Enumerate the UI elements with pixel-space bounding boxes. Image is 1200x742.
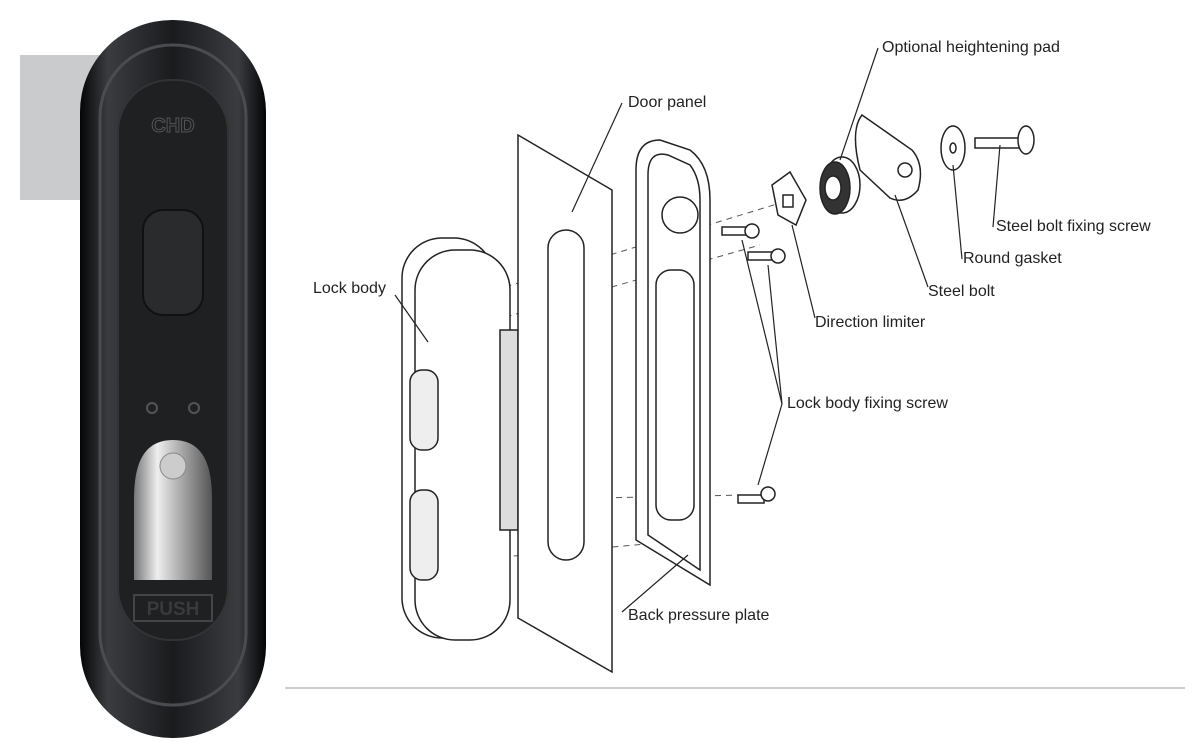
label-steel-bolt: Steel bolt bbox=[928, 283, 995, 300]
door-panel-part bbox=[517, 133, 613, 674]
round-gasket-part bbox=[940, 125, 966, 171]
lock-product-photo: PUSH CHD bbox=[20, 20, 266, 738]
leader-lines bbox=[394, 47, 1001, 613]
steel-bolt-part bbox=[854, 113, 922, 201]
label-back-pressure-plate: Back pressure plate bbox=[628, 607, 770, 624]
exploded-view bbox=[285, 47, 1185, 689]
direction-limiter-part bbox=[771, 170, 807, 227]
label-optional-heightening-pad: Optional heightening pad bbox=[882, 39, 1060, 56]
steel-bolt-fixing-screw-part bbox=[974, 125, 1035, 155]
card-reader bbox=[142, 209, 204, 316]
brand-logo: CHD bbox=[151, 115, 194, 137]
label-steel-bolt-fixing-screw: Steel bolt fixing screw bbox=[996, 218, 1151, 235]
back-pressure-plate-part bbox=[635, 139, 711, 587]
label-lock-body-fixing-screw: Lock body fixing screw bbox=[787, 395, 948, 412]
optional-heightening-pad-part bbox=[819, 156, 861, 215]
lock-body-fixing-screws bbox=[721, 223, 786, 504]
push-text: PUSH bbox=[147, 599, 200, 620]
label-direction-limiter: Direction limiter bbox=[815, 314, 926, 331]
label-lock-body: Lock body bbox=[313, 280, 386, 297]
label-door-panel: Door panel bbox=[628, 94, 707, 111]
lock-body-part bbox=[401, 237, 519, 641]
key-cylinder bbox=[134, 440, 212, 580]
label-round-gasket: Round gasket bbox=[963, 250, 1062, 267]
